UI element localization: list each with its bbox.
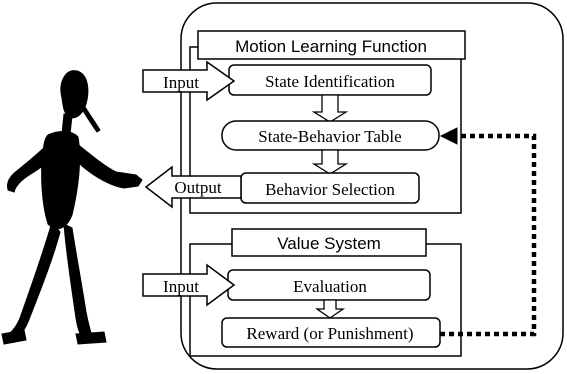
motion-learning-title: Motion Learning Function [235, 37, 427, 56]
input-top-label: Input [163, 73, 199, 92]
figure-left-foot [1, 329, 27, 345]
arrow-table-to-selection [311, 149, 349, 175]
feedback-dotted-line [440, 133, 537, 337]
feedback-arrowhead [439, 127, 458, 145]
figure-back-arm [7, 141, 59, 193]
value-system-title-box [231, 228, 427, 257]
figure-nose [79, 100, 101, 133]
evaluation-label: Evaluation [293, 277, 367, 296]
figure-right-foot [75, 331, 107, 345]
arrow-evaluation-to-reward [314, 299, 346, 319]
arrow-identification-to-table [311, 94, 349, 123]
input-bottom-label: Input [163, 277, 199, 296]
reward-label: Reward (or Punishment) [246, 324, 413, 343]
figure-left-leg [5, 220, 61, 343]
state-identification-label: State Identification [265, 72, 395, 91]
figure-right-leg [63, 223, 93, 339]
behavior-selection-label: Behavior Selection [265, 180, 395, 199]
state-behavior-table-label: State-Behavior Table [258, 127, 401, 146]
motion-learning-title-box [197, 30, 466, 60]
output-label: Output [174, 178, 222, 197]
value-system-title: Value System [277, 234, 381, 253]
output-arrow [144, 165, 242, 209]
input-bottom-arrow [142, 263, 236, 307]
human-figure-illustration [1, 70, 143, 345]
input-top-arrow [142, 60, 236, 102]
figure-pointing-arm [67, 139, 143, 189]
